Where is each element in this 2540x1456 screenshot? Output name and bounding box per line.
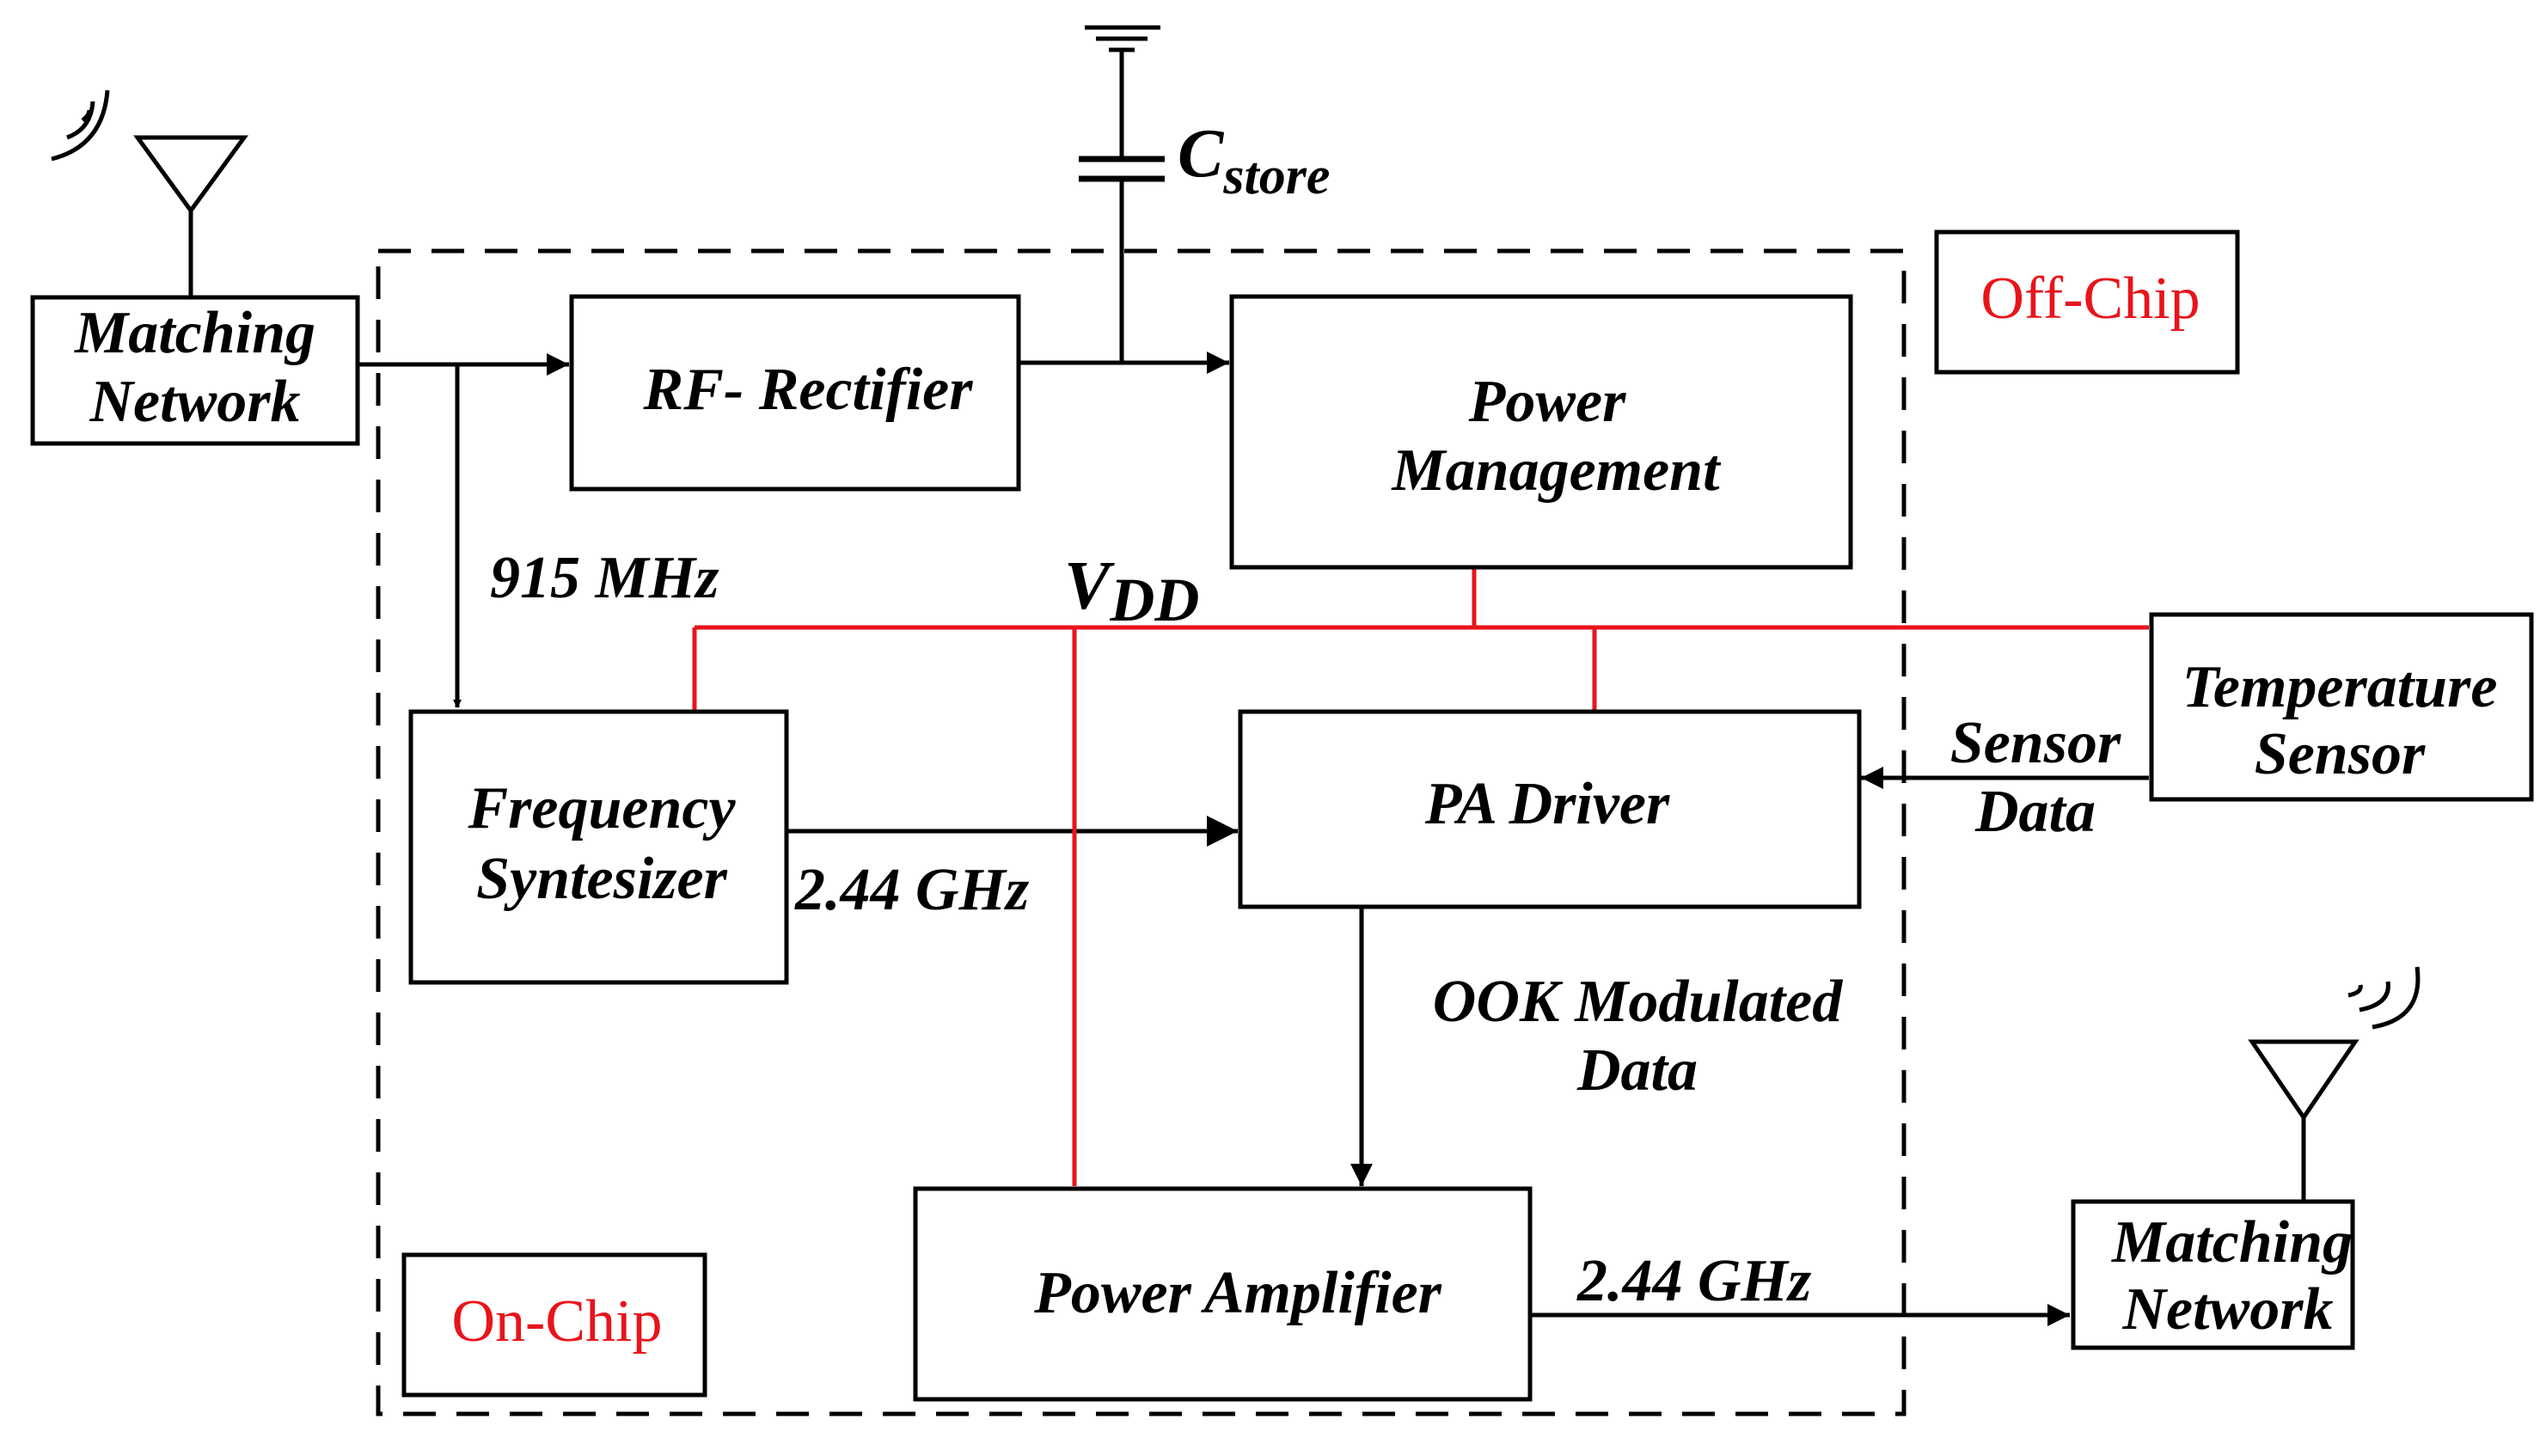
- power-amplifier-block: Power Amplifier: [913, 1186, 1533, 1402]
- label-sensor-data: Sensor: [1950, 710, 2121, 776]
- matching-network-in: Matching Network: [30, 295, 360, 446]
- capacitor-label: Cstore: [1178, 116, 1330, 205]
- frequency-synthesizer-block: Frequency Syntesizer: [408, 709, 789, 985]
- svg-text:Matching: Matching: [74, 300, 315, 366]
- power-management-block: Power Management: [1229, 294, 1853, 570]
- svg-text:On-Chip: On-Chip: [452, 1288, 663, 1355]
- block-label: Matching: [74, 300, 315, 366]
- on-chip-label: On-Chip: [401, 1252, 707, 1398]
- block-label: Network: [2122, 1276, 2334, 1343]
- block-label: Matching: [2111, 1209, 2353, 1276]
- label-2-44-ghz-synth: 2.44 GHz: [794, 857, 1029, 923]
- block-label: Management: [1391, 437, 1722, 504]
- rf-rectifier-block: RF- Rectifier: [569, 294, 1021, 492]
- label-sensor-data: Data: [1974, 779, 2096, 845]
- capacitor-icon: [1079, 156, 1165, 363]
- antenna-in-icon: [51, 89, 248, 297]
- block-label: Syntesizer: [476, 846, 727, 912]
- matching-network-out: Matching Network: [2071, 1199, 2355, 1350]
- label-ook-data: OOK Modulated: [1433, 969, 1843, 1035]
- vdd-label: VDD: [1064, 548, 1199, 634]
- block-label: Temperature: [2182, 654, 2498, 720]
- svg-text:Off-Chip: Off-Chip: [1980, 266, 2200, 332]
- pa-driver-block: PA Driver: [1238, 709, 1862, 909]
- block-label: Frequency: [467, 775, 736, 841]
- on-chip-boundary: [376, 248, 1907, 1416]
- block-label: Power Amplifier: [1033, 1260, 1442, 1326]
- block-label: Power: [1468, 369, 1627, 435]
- block-label: RF- Rectifier: [643, 357, 974, 423]
- temperature-sensor-block: Temperature Sensor: [2149, 612, 2534, 802]
- label-ook-data: Data: [1576, 1037, 1698, 1104]
- block-label: PA Driver: [1424, 771, 1670, 837]
- antenna-out-icon: [2248, 966, 2421, 1202]
- ground-icon: [1085, 25, 1160, 159]
- off-chip-label: Off-Chip: [1934, 229, 2240, 375]
- svg-text:Network: Network: [89, 369, 301, 435]
- block-label: Sensor: [2255, 721, 2426, 787]
- vdd-rail: [692, 567, 2149, 1186]
- block-label: Network: [89, 369, 301, 435]
- label-2-44-ghz-out: 2.44 GHz: [1576, 1248, 1811, 1314]
- label-915-mhz: 915 MHz: [490, 545, 719, 611]
